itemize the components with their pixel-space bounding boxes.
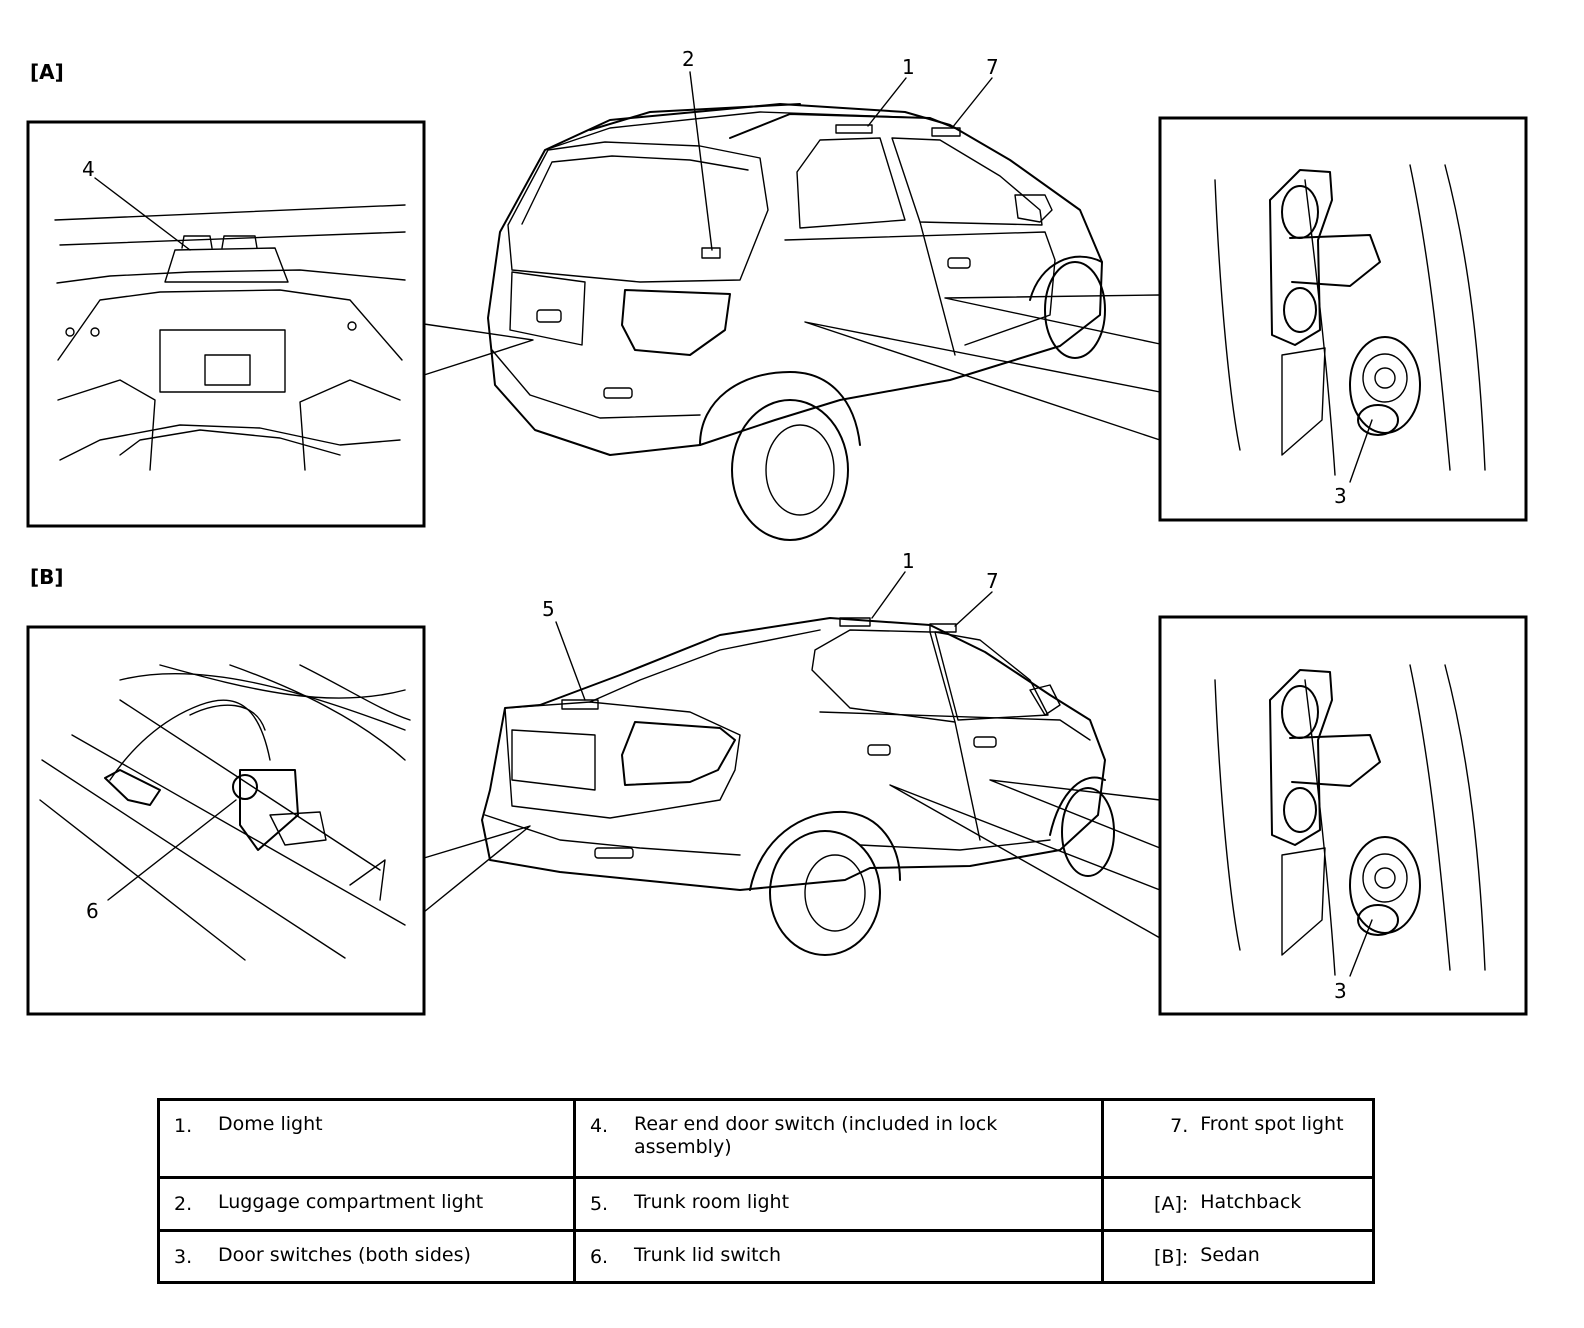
callout-b-3: 3 <box>1334 979 1347 1003</box>
callout-b-6: 6 <box>86 899 99 923</box>
legend-item: 2.Luggage compartment light <box>174 1191 484 1216</box>
callout-leaders-a <box>689 71 993 251</box>
legend-item: 5.Trunk room light <box>589 1191 790 1216</box>
callout-leaders-b <box>555 571 993 701</box>
inset-trunk-lid-switch <box>26 625 426 1016</box>
inset-door-switch-a <box>1158 116 1528 522</box>
legend-item: [A]:Hatchback <box>1154 1191 1302 1216</box>
legend-item: 6.Trunk lid switch <box>589 1243 782 1268</box>
legend-row: 3.Door switches (both sides) 6.Trunk lid… <box>157 1228 1375 1285</box>
inset-rear-end-door-switch <box>26 120 426 528</box>
callout-a-1: 1 <box>902 55 915 79</box>
hatchback-illustration: 2 1 7 4 <box>26 47 1528 541</box>
legend-item: 4.Rear end door switch (included in lock… <box>589 1113 998 1158</box>
leader-lines-b <box>423 779 1161 939</box>
callout-a-3: 3 <box>1334 484 1347 508</box>
callout-a-4: 4 <box>82 157 95 181</box>
legend-item: [B]:Sedan <box>1154 1243 1260 1268</box>
callout-b-7: 7 <box>986 569 999 593</box>
section-label-a: [A] <box>30 60 64 84</box>
callout-a-2: 2 <box>682 47 695 71</box>
inset-door-switch-b <box>1158 615 1528 1016</box>
parts-location-drawing: 2 1 7 4 <box>26 47 1528 1016</box>
callout-b-5: 5 <box>542 597 555 621</box>
callout-a-7: 7 <box>986 55 999 79</box>
legend-item: 7.Front spot light <box>1170 1113 1344 1137</box>
legend-table: 1.Dome light 4.Rear end door switch (inc… <box>157 1097 1375 1285</box>
legend-item: 1.Dome light <box>174 1113 323 1137</box>
sedan-illustration: 5 1 7 6 <box>26 549 1528 1016</box>
legend-row: 1.Dome light 4.Rear end door switch (inc… <box>157 1097 1375 1180</box>
callout-b-1: 1 <box>902 549 915 573</box>
leader-lines-a <box>423 294 1161 441</box>
hatchback-car-body <box>487 103 1106 541</box>
section-label-b: [B] <box>30 565 64 589</box>
legend-item: 3.Door switches (both sides) <box>174 1243 471 1268</box>
legend-row: 2.Luggage compartment light 5.Trunk room… <box>157 1176 1375 1232</box>
sedan-car-body <box>481 617 1115 956</box>
